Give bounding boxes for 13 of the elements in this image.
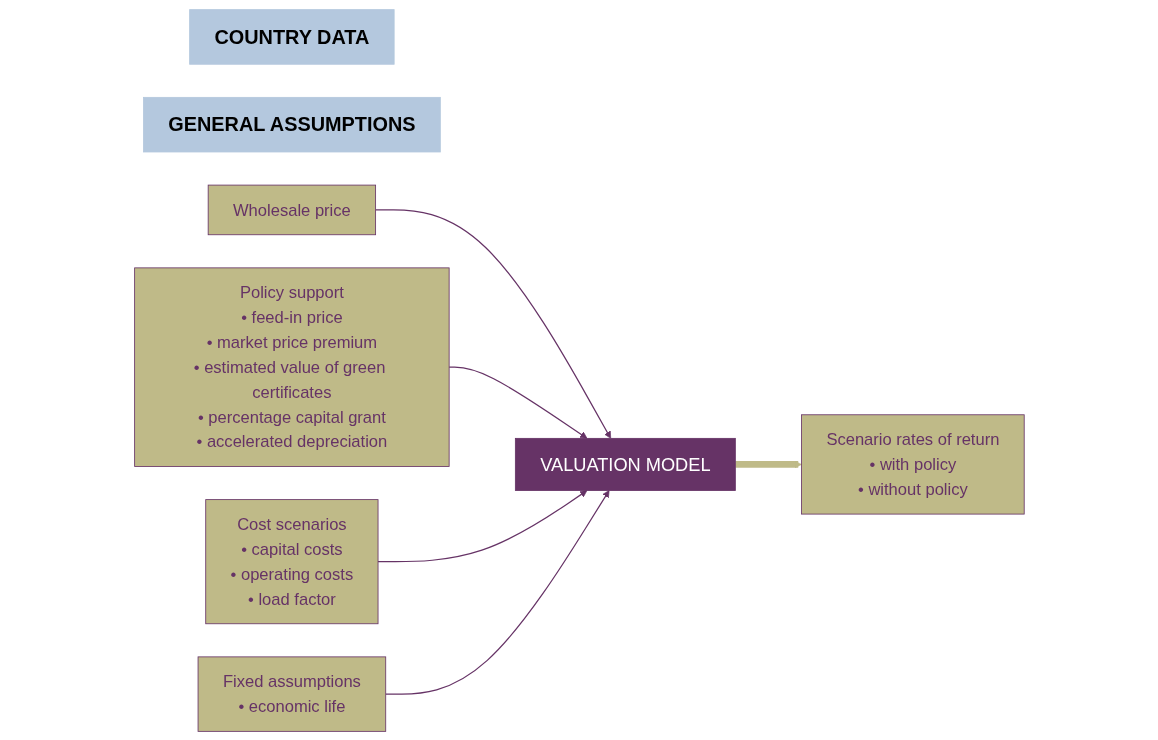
arrow (734, 460, 802, 468)
arrow (448, 366, 587, 439)
node-box: Policy support • feed-in price • market price premium • estimated value of green certificates • percentage capital grant • accelerated depreciation (133, 266, 450, 467)
node-box: VALUATION MODEL (514, 437, 736, 491)
node-box: Wholesale price (207, 184, 376, 235)
node-box: Scenario rates of return • with policy • without policy (800, 413, 1025, 514)
node-box: GENERAL ASSUMPTIONS (142, 96, 441, 152)
arrow (384, 489, 609, 695)
arrow (377, 489, 587, 562)
arrow (374, 208, 611, 439)
node-box: COUNTRY DATA (188, 8, 395, 65)
node-box: Cost scenarios • capital costs • operating costs • load factor (204, 498, 379, 624)
node-box: Fixed assumptions • economic life (197, 655, 386, 732)
